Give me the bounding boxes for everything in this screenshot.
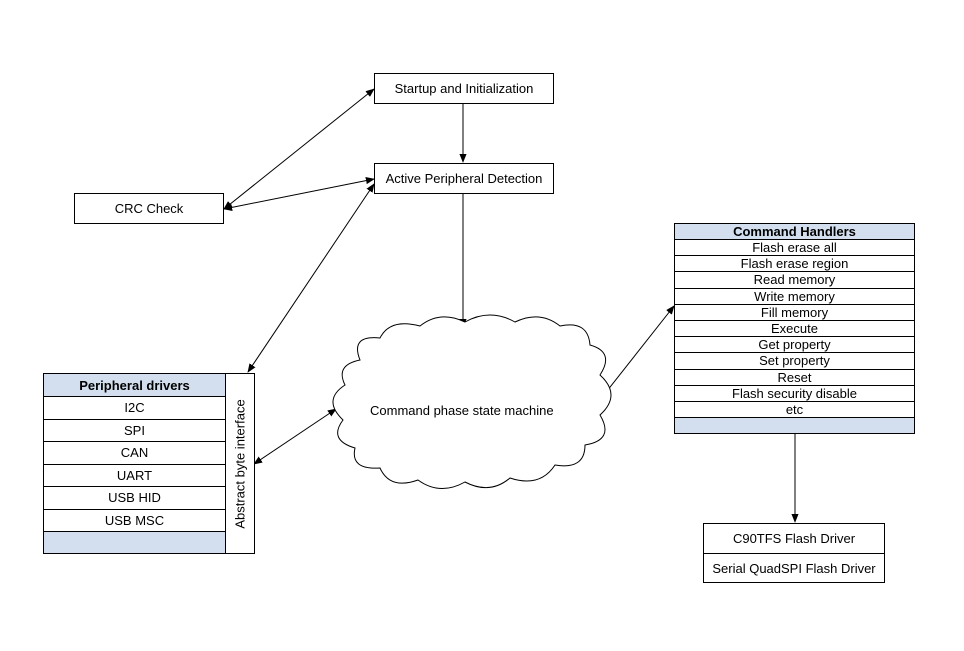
- peripheral-driver-spi: SPI: [44, 420, 225, 442]
- peripheral-driver-can: CAN: [44, 442, 225, 465]
- abstract-interface-label: Abstract byte interface: [232, 398, 248, 529]
- detection-label: Active Peripheral Detection: [385, 171, 543, 186]
- peripheral-driver-i2c: I2C: [44, 397, 225, 420]
- state-machine-label: Command phase state machine: [370, 403, 554, 418]
- startup-node: Startup and Initialization: [374, 73, 554, 104]
- arrow-detection-peripheral-drivers: [247, 183, 375, 373]
- state-machine-cloud: [332, 314, 612, 489]
- command-handlers-header: Command Handlers: [675, 224, 914, 240]
- detection-node: Active Peripheral Detection: [374, 163, 554, 194]
- handler-set-property: Set property: [675, 353, 914, 370]
- crc-label: CRC Check: [114, 201, 184, 216]
- handler-flash-security-disable: Flash security disable: [675, 386, 914, 402]
- peripheral-drivers-footer: [44, 532, 225, 553]
- peripheral-drivers-header: Peripheral drivers: [44, 374, 225, 397]
- handler-flash-erase-all: Flash erase all: [675, 240, 914, 257]
- handler-fill-memory: Fill memory: [675, 305, 914, 321]
- startup-label: Startup and Initialization: [394, 81, 534, 96]
- peripheral-driver-usb-hid: USB HID: [44, 487, 225, 510]
- handler-etc: etc: [675, 402, 914, 419]
- arrow-crc-detection: [223, 177, 375, 211]
- arrow-crc-startup: [223, 88, 375, 210]
- command-handlers-table: Command Handlers Flash erase all Flash e…: [674, 223, 915, 434]
- abstract-interface-panel: Abstract byte interface: [225, 373, 255, 554]
- handler-reset: Reset: [675, 370, 914, 386]
- command-handlers-footer: [675, 418, 914, 434]
- flash-drivers-box: C90TFS Flash Driver Serial QuadSPI Flash…: [703, 523, 885, 583]
- handler-execute: Execute: [675, 321, 914, 338]
- flash-driver-quadspi: Serial QuadSPI Flash Driver: [712, 560, 876, 576]
- peripheral-driver-usb-msc: USB MSC: [44, 510, 225, 532]
- peripheral-drivers-table: Peripheral drivers I2C SPI CAN UART USB …: [43, 373, 226, 554]
- crc-node: CRC Check: [74, 193, 224, 224]
- handler-read-memory: Read memory: [675, 272, 914, 289]
- flash-driver-c90tfs: C90TFS Flash Driver: [704, 524, 884, 554]
- handler-write-memory: Write memory: [675, 289, 914, 305]
- handler-flash-erase-region: Flash erase region: [675, 256, 914, 273]
- peripheral-driver-uart: UART: [44, 465, 225, 487]
- arrow-interface-state-machine: [253, 408, 337, 465]
- handler-get-property: Get property: [675, 337, 914, 354]
